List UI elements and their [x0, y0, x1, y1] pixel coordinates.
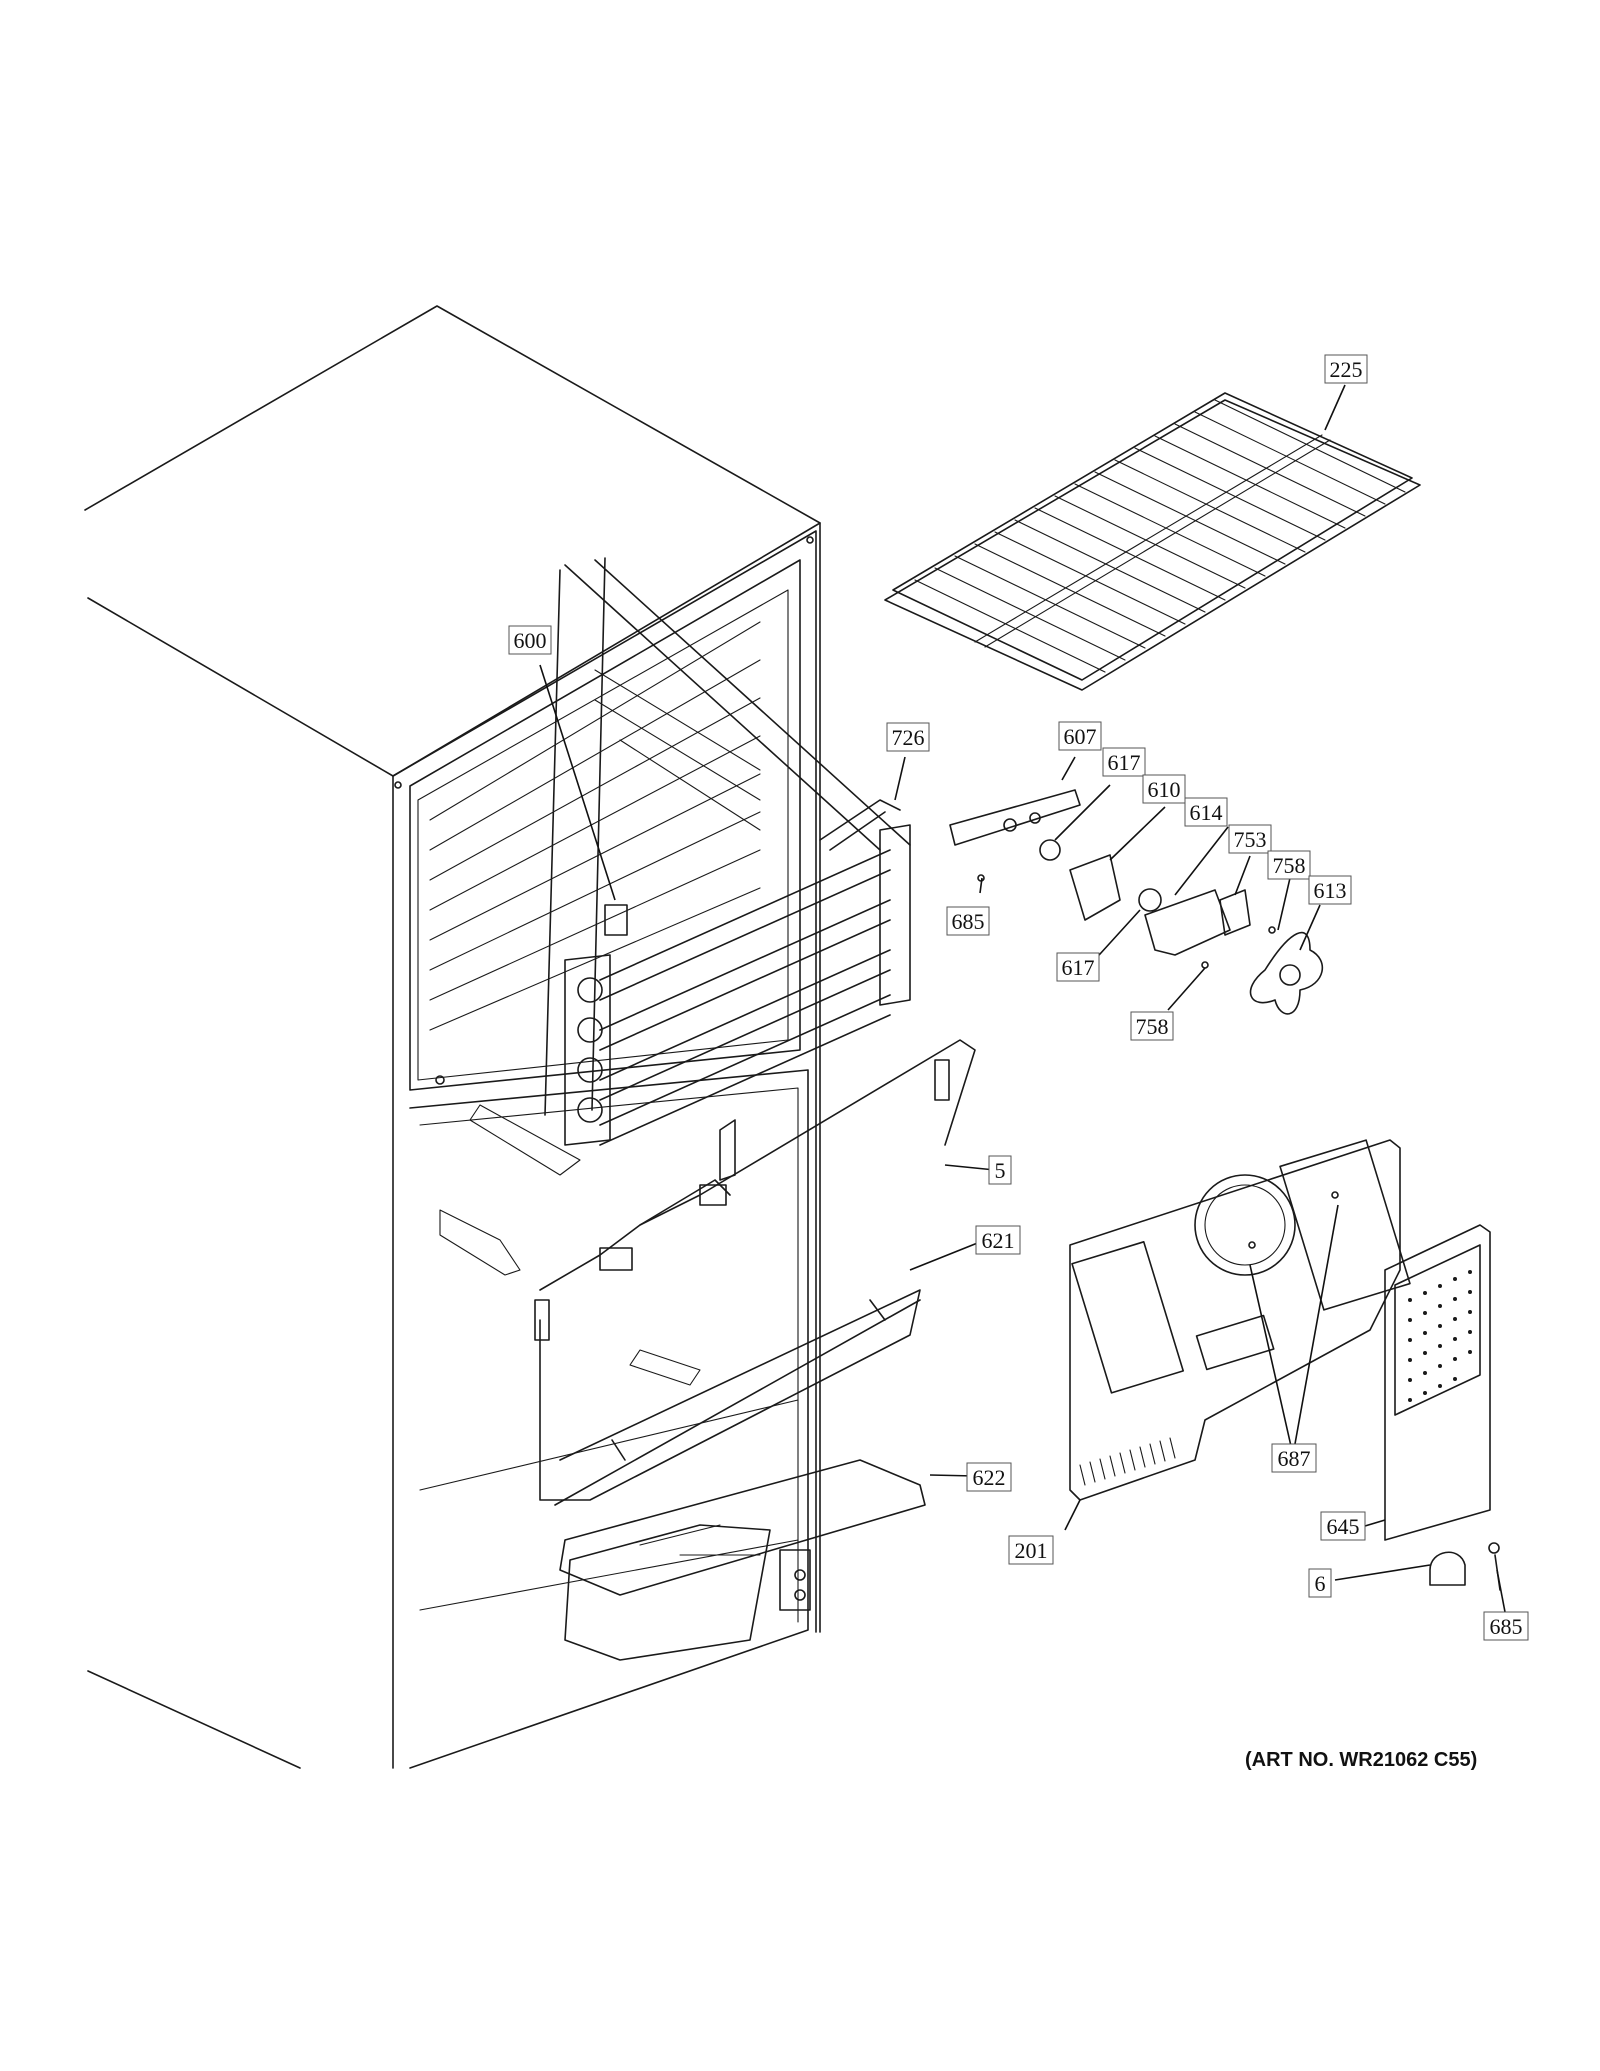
defrost-heater-harness [534, 1039, 976, 1506]
callout-758-top: 758 [1267, 850, 1311, 880]
callout-617-top: 617 [1102, 747, 1146, 777]
callout-607: 607 [1058, 721, 1102, 751]
callout-622: 622 [966, 1462, 1012, 1492]
callout-726: 726 [886, 722, 930, 752]
callout-758-bottom: 758 [1130, 1011, 1174, 1041]
evaporator-coil [544, 557, 911, 1146]
callout-613: 613 [1308, 875, 1352, 905]
callout-685-bottom: 685 [1483, 1611, 1529, 1641]
callout-726-label: 726 [892, 725, 925, 750]
callout-645-label: 645 [1327, 1514, 1360, 1539]
callout-687: 687 [1271, 1443, 1317, 1473]
callout-614: 614 [1184, 797, 1228, 827]
callout-622-label: 622 [973, 1465, 1006, 1490]
callout-225: 225 [1324, 354, 1368, 384]
callout-607-label: 607 [1064, 724, 1097, 749]
callout-687-label: 687 [1278, 1446, 1311, 1471]
callout-613-label: 613 [1314, 878, 1347, 903]
callout-614-label: 614 [1190, 800, 1223, 825]
callout-758-top-label: 758 [1273, 853, 1306, 878]
refrigerator-cabinet [84, 305, 821, 1769]
callout-753: 753 [1228, 824, 1272, 854]
callout-645: 645 [1320, 1511, 1366, 1541]
callout-621: 621 [975, 1225, 1021, 1255]
callout-621-label: 621 [982, 1228, 1015, 1253]
evaporator-cover [1069, 1139, 1411, 1501]
art-number-label: (ART NO. WR21062 C55) [1245, 1749, 1478, 1771]
leader-lines [539, 384, 1506, 1613]
callout-5: 5 [988, 1155, 1012, 1185]
callout-685-top-label: 685 [952, 909, 985, 934]
callout-617-bottom-label: 617 [1062, 955, 1095, 980]
callout-758-bottom-label: 758 [1136, 1014, 1169, 1039]
callout-5-label: 5 [995, 1158, 1006, 1183]
callout-600-label: 600 [514, 628, 547, 653]
air-grille-cover [1384, 1224, 1491, 1541]
callout-225-label: 225 [1330, 357, 1363, 382]
callout-201-label: 201 [1015, 1538, 1048, 1563]
callout-6: 6 [1308, 1568, 1332, 1598]
callout-753-label: 753 [1234, 827, 1267, 852]
callout-685-bottom-label: 685 [1490, 1614, 1523, 1639]
drain-pan [559, 1459, 926, 1596]
callout-600: 600 [508, 625, 552, 655]
callout-201: 201 [1008, 1535, 1054, 1565]
callout-685-top: 685 [946, 906, 990, 936]
fan-motor-assembly [949, 789, 1324, 1015]
callout-617-top-label: 617 [1108, 750, 1141, 775]
callout-610-label: 610 [1148, 777, 1181, 802]
wire-shelf [884, 392, 1421, 691]
callout-617-bottom: 617 [1056, 952, 1100, 982]
callout-610: 610 [1142, 774, 1186, 804]
callout-6-label: 6 [1315, 1571, 1326, 1596]
